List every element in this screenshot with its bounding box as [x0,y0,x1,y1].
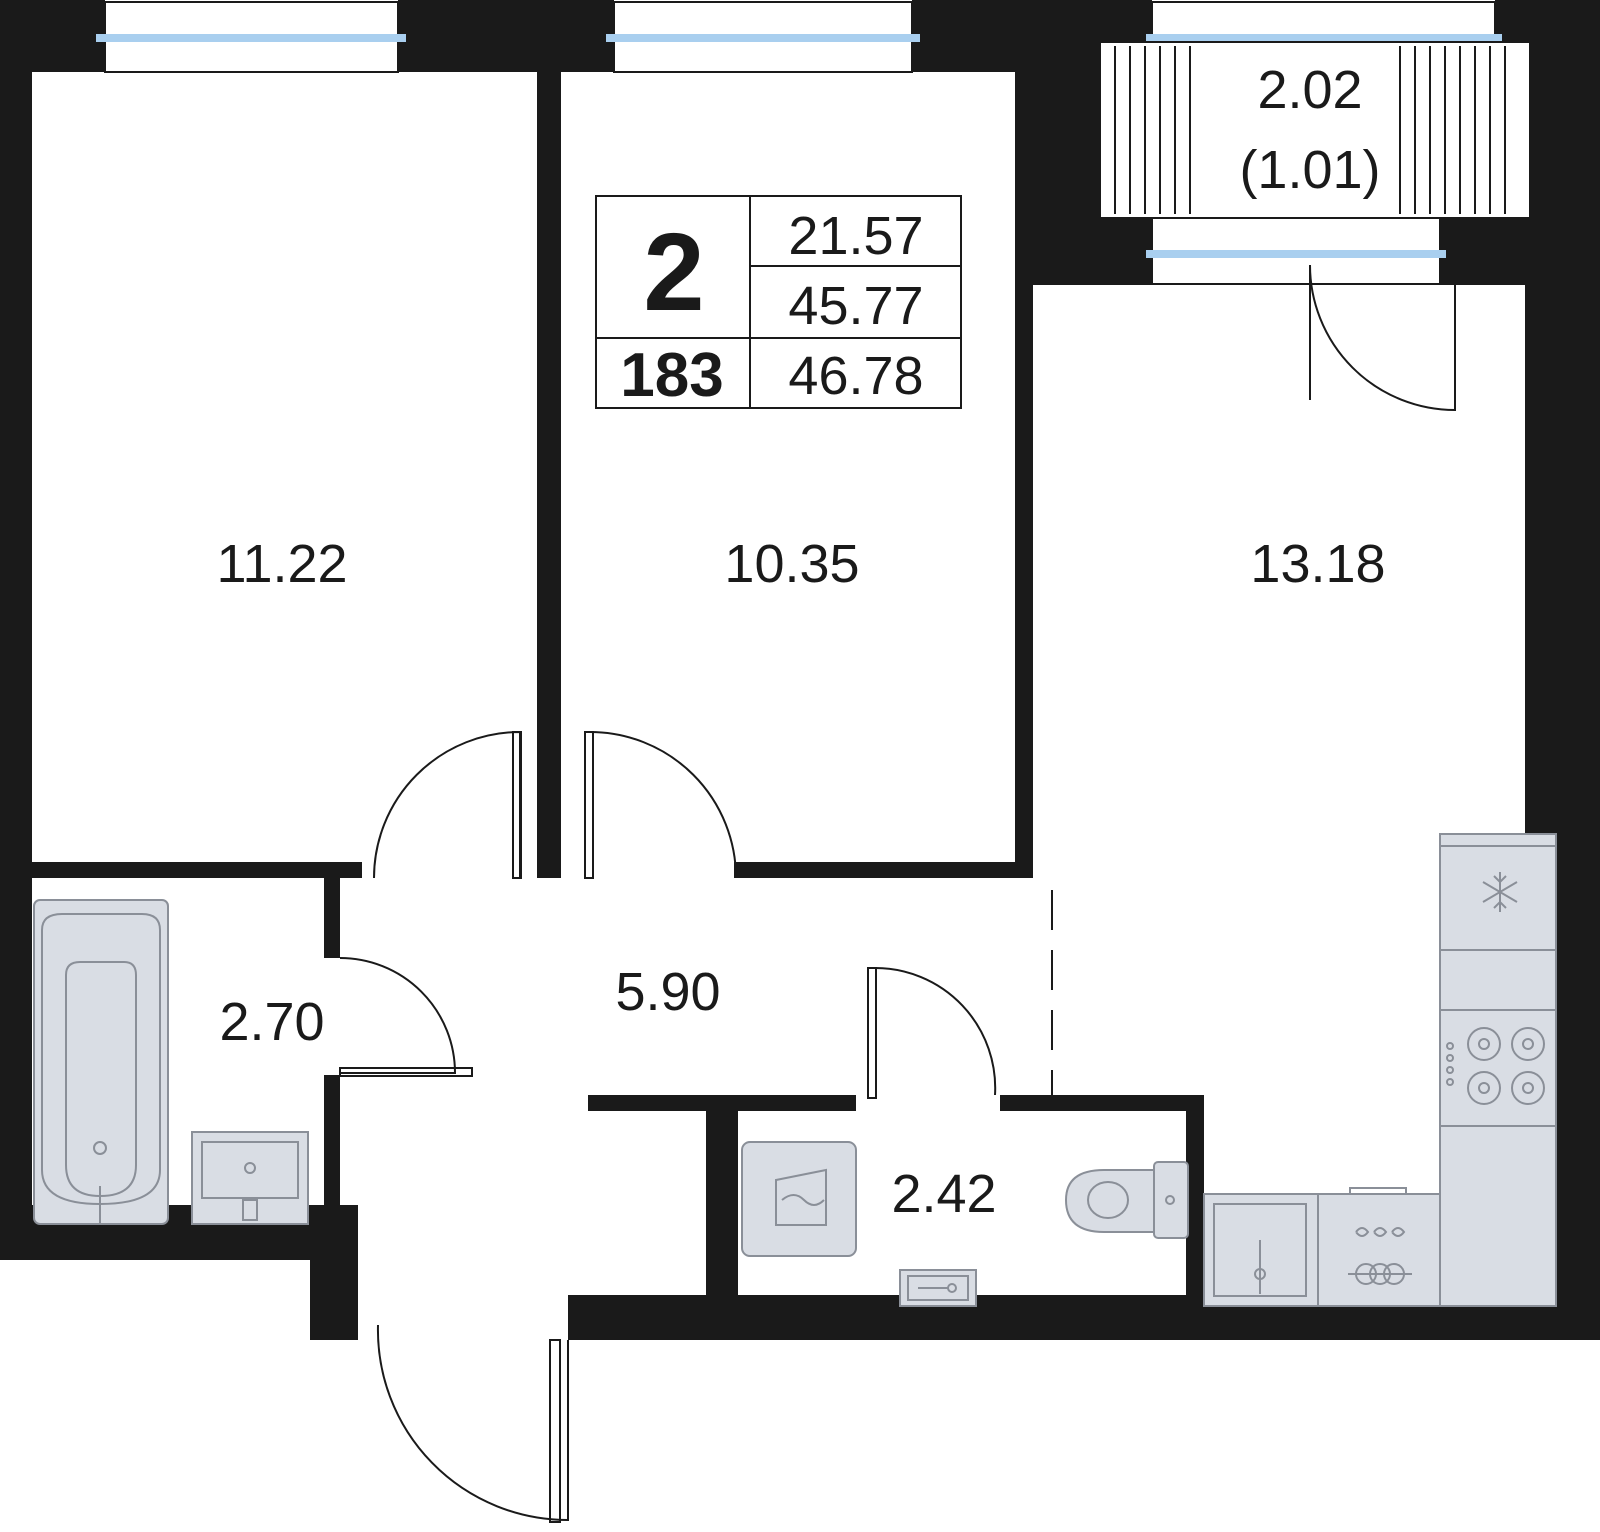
refrigerator [1439,833,1557,951]
washing-machine [741,1141,857,1257]
door-middle-bedroom-leaf [584,731,594,879]
wall-left-room-bottom [32,862,362,878]
wall-bath-right-top [324,878,340,958]
toilet-bowl [1064,1161,1189,1239]
kitchen-living-area: 13.18 [1250,534,1385,594]
window-left-glass [96,34,406,42]
outer-wall-top-left [0,0,105,72]
toilet-area: 2.42 [891,1164,996,1224]
window-kitchen-glass [1146,250,1446,258]
door-entrance-leaf [549,1339,561,1523]
door-bathroom-swing [339,957,457,1074]
balcony-wall-left [1030,210,1140,285]
balcony-reduced-area: (1.01) [1239,140,1380,200]
window-balcony-outer-glass [1146,34,1502,42]
balcony-rail-right [1399,46,1506,214]
hallway-area: 5.90 [615,962,720,1022]
bedroom-left-area: 11.22 [216,534,347,594]
cooktop [1439,1009,1557,1127]
windows [96,1,1502,285]
outer-wall-top-mid [398,0,614,72]
door-left-bedroom-swing [373,731,521,879]
wall-toilet-top-right [1000,1095,1204,1111]
window-middle-glass [606,34,920,42]
bathtub [33,899,169,1225]
toilet-sink [899,1269,977,1307]
door-entrance-swing [376,1324,569,1522]
wall-middle-room-right [1015,72,1033,878]
walls [0,0,1600,1340]
snowflake-icon [1482,872,1518,912]
bathroom-area: 2.70 [219,992,324,1052]
door-left-bedroom-leaf [512,731,522,879]
kitchen-counter-corner [1439,949,1557,1011]
door-middle-bedroom-swing [589,731,737,879]
door-balcony-swing [1309,264,1456,412]
wall-middle-room-bottom [734,862,1032,878]
door-toilet-leaf [867,967,877,1099]
outer-wall-entry-left [310,1205,358,1340]
total-area: 45.77 [788,276,923,336]
doors [339,264,1456,1523]
balcony-area: 2.02 [1257,60,1362,120]
bathroom-sink [191,1131,309,1225]
door-bathroom-leaf [339,1067,473,1077]
outer-wall-left [0,0,32,1260]
total-area-with-balcony: 46.78 [788,346,923,406]
door-toilet-swing [874,966,997,1096]
rooms-count: 2 [643,211,704,334]
wall-bedrooms-divider [537,72,561,878]
living-area: 21.57 [788,206,923,266]
apartment-info-box: 2 183 21.57 45.77 46.78 [595,195,962,410]
balcony: 2.02 (1.01) [1099,41,1531,219]
window-balcony-outer-frame [1151,1,1496,39]
balcony-outline [1099,41,1531,219]
balcony-rail-left [1114,46,1191,214]
kitchen-sink [1203,1193,1319,1307]
wall-toilet-left [706,1095,738,1310]
apartment-number: 183 [620,341,723,410]
bedroom-middle-area: 10.35 [724,534,859,594]
kitchen-counter-right [1439,1125,1557,1307]
wall-toilet-right [1186,1095,1204,1310]
dishwasher [1317,1187,1441,1307]
